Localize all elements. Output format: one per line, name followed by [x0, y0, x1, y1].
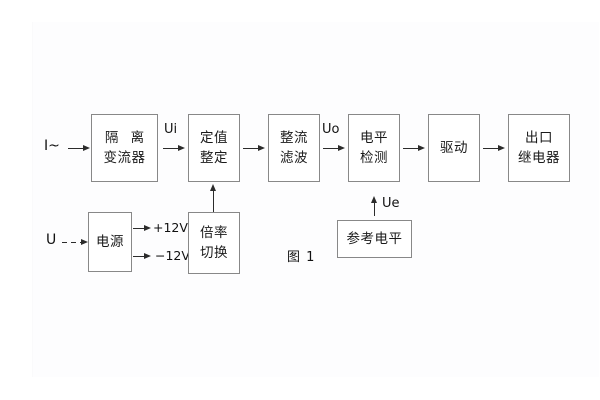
block-level-detection-line2: 检测 — [360, 150, 388, 166]
block-power-supply-line1: 电源 — [96, 233, 124, 250]
arrowhead-voltage-input — [81, 238, 88, 245]
arrowhead-setting-to-rectifier — [258, 144, 265, 151]
connector-setting-to-rectifier — [243, 148, 259, 149]
input-label-current: I~ — [44, 138, 60, 154]
block-setting-value-line2: 整定 — [200, 150, 228, 166]
input-label-voltage: U — [46, 232, 57, 248]
block-multiplier-switch-line1: 倍率 — [200, 224, 228, 241]
block-reference-level-line1: 参考电平 — [346, 230, 403, 247]
block-driver-line1: 驱动 — [440, 139, 468, 156]
signal-label-uo: Uo — [322, 122, 340, 137]
connector-multiplier-to-setting — [213, 190, 214, 212]
arrowhead-rail-positive — [144, 224, 151, 231]
signal-label-ue: Ue — [382, 196, 400, 211]
arrowhead-uo — [338, 144, 345, 151]
block-setting-value[interactable]: 定值 整定 — [188, 114, 240, 182]
arrowhead-current-input — [83, 144, 90, 151]
block-isolation-transformer[interactable]: 隔 离 变流器 — [91, 114, 158, 182]
block-rectifier-filter[interactable]: 整流 滤波 — [268, 114, 320, 182]
block-output-relay-line1: 出口 — [525, 129, 553, 146]
connector-current-input — [68, 148, 84, 149]
power-rail-label-positive: +12V — [153, 220, 188, 235]
connector-rail-negative — [133, 256, 145, 257]
block-multiplier-switch[interactable]: 倍率 切换 — [188, 212, 240, 274]
block-isolation-transformer-line2: 变流器 — [103, 150, 146, 166]
arrowhead-level-to-driver — [418, 144, 425, 151]
block-rectifier-filter-line2: 滤波 — [280, 150, 308, 166]
connector-level-to-driver — [403, 148, 419, 149]
block-level-detection[interactable]: 电平 检测 — [348, 114, 400, 182]
block-level-detection-line1: 电平 — [360, 129, 388, 146]
figure-caption: 图 1 — [287, 250, 316, 265]
block-driver[interactable]: 驱动 — [428, 114, 480, 182]
signal-label-ui: Ui — [164, 122, 178, 137]
page-panel — [32, 22, 599, 377]
arrowhead-ue — [370, 196, 377, 203]
arrowhead-ui — [178, 144, 185, 151]
arrowhead-driver-to-relay — [498, 144, 505, 151]
block-power-supply[interactable]: 电源 — [88, 212, 132, 272]
connector-voltage-input — [62, 242, 83, 243]
block-isolation-transformer-line1: 隔 离 — [104, 129, 149, 146]
block-output-relay[interactable]: 出口 继电器 — [508, 114, 570, 182]
block-reference-level[interactable]: 参考电平 — [337, 220, 412, 258]
block-rectifier-filter-line1: 整流 — [280, 129, 308, 146]
power-rail-label-negative: −12V — [155, 248, 190, 263]
arrowhead-rail-negative — [144, 252, 151, 259]
connector-ue — [374, 202, 375, 216]
connector-uo — [323, 148, 339, 149]
block-multiplier-switch-line2: 切换 — [200, 245, 228, 261]
connector-ui — [163, 148, 179, 149]
block-output-relay-line2: 继电器 — [518, 150, 560, 166]
connector-driver-to-relay — [483, 148, 499, 149]
arrowhead-multiplier-to-setting — [209, 184, 216, 191]
connector-rail-positive — [133, 228, 145, 229]
block-setting-value-line1: 定值 — [200, 129, 228, 146]
